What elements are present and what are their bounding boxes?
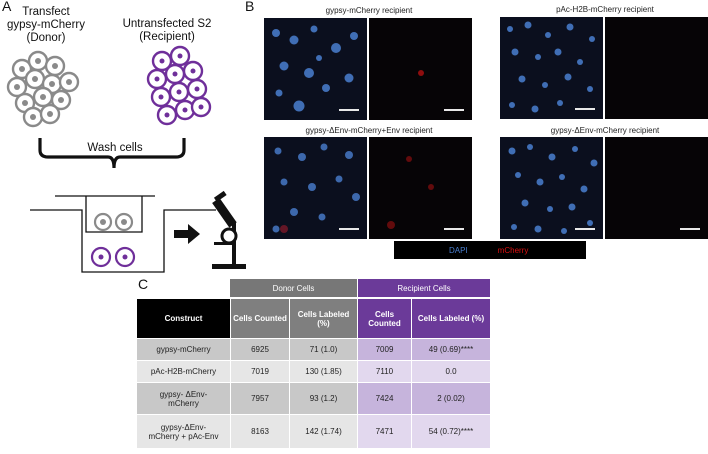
- panel-a-schematic: [6, 45, 246, 273]
- wash-brace: [38, 138, 186, 169]
- cell-recipient-labeled: 2 (0.02): [411, 382, 491, 415]
- micrograph-denv-env-red: [369, 137, 472, 239]
- table-row: gypsy- ΔEnv- mCherry 7957 93 (1.2) 7424 …: [136, 382, 491, 415]
- panel-b-letter: B: [245, 0, 255, 14]
- recipient-cell-cluster: [146, 45, 212, 126]
- legend-dapi: DAPI: [449, 245, 468, 255]
- micrograph-pac-h2b-dapi: [500, 17, 603, 119]
- microscope-icon: [212, 190, 246, 269]
- donor-label: Transfect gypsy-mCherry (Donor): [7, 6, 85, 44]
- micrograph-denv-red: [605, 137, 708, 239]
- cell-donor-labeled: 71 (1.0): [289, 338, 358, 361]
- micrograph-denv-dapi: [500, 137, 603, 239]
- cell-donor-labeled: 142 (1.74): [289, 414, 358, 449]
- cell-donor-counted: 8163: [230, 414, 290, 449]
- transwell-diagram: [30, 195, 216, 273]
- micrograph-gypsy-mcherry-red: [369, 18, 472, 120]
- table-row: gypsy-ΔEnv- mCherry + pAc-Env 8163 142 (…: [136, 414, 491, 449]
- donor-cells-group-header: Donor Cells: [230, 279, 357, 297]
- legend-mcherry: mCherry: [497, 245, 529, 255]
- right-arrow-icon: [174, 224, 200, 244]
- cell-donor-labeled: 130 (1.85): [289, 360, 358, 383]
- header-construct: Construct: [136, 298, 231, 339]
- wash-label: Wash cells: [87, 142, 143, 154]
- recipient-cells-group-header: Recipient Cells: [358, 279, 490, 297]
- caption-denv: gypsy-ΔEnv-mCherry recipient: [550, 126, 660, 135]
- header-donor-labeled: Cells Labeled (%): [289, 298, 358, 339]
- caption-denv-env: gypsy-ΔEnv-mCherry+Env recipient: [305, 126, 433, 135]
- cell-recipient-counted: 7009: [357, 338, 412, 361]
- micrograph-denv-env-dapi: [264, 137, 367, 239]
- recipient-label: Untransfected S2 (Recipient): [122, 18, 212, 43]
- transwell-recipient-cells: [90, 246, 136, 268]
- header-recipient-counted: Cells Counted: [357, 298, 412, 339]
- donor-cell-nuclei: [14, 58, 72, 120]
- caption-gypsy-mcherry: gypsy-mCherry recipient: [325, 6, 413, 15]
- cell-donor-counted: 7019: [230, 360, 290, 383]
- channel-legend: DAPI mCherry: [394, 241, 586, 259]
- table-row: pAc-H2B-mCherry 7019 130 (1.85) 7110 0.0: [136, 360, 491, 383]
- panel-c-letter: C: [138, 276, 149, 292]
- cell-recipient-labeled: 54 (0.72)****: [411, 414, 491, 449]
- cell-recipient-counted: 7424: [357, 382, 412, 415]
- recipient-cell-nuclei: [154, 53, 204, 118]
- cell-recipient-counted: 7471: [357, 414, 412, 449]
- table-header-row: Construct Cells Counted Cells Labeled (%…: [136, 298, 491, 339]
- cell-construct: gypsy-mCherry: [136, 338, 231, 361]
- header-donor-counted: Cells Counted: [230, 298, 290, 339]
- micrograph-gypsy-mcherry-dapi: [264, 18, 367, 120]
- cell-recipient-labeled: 0.0: [411, 360, 491, 383]
- cell-construct: gypsy-ΔEnv- mCherry + pAc-Env: [136, 414, 231, 449]
- table-row: gypsy-mCherry 6925 71 (1.0) 7009 49 (0.6…: [136, 338, 491, 361]
- panel-a-letter: A: [2, 0, 12, 14]
- cell-donor-counted: 6925: [230, 338, 290, 361]
- results-table: Construct Cells Counted Cells Labeled (%…: [136, 298, 491, 449]
- caption-pac-h2b: pAc-H2B-mCherry recipient: [556, 5, 654, 14]
- header-recipient-labeled: Cells Labeled (%): [411, 298, 491, 339]
- cell-donor-counted: 7957: [230, 382, 290, 415]
- cell-recipient-counted: 7110: [357, 360, 412, 383]
- micrograph-pac-h2b-red: [605, 17, 708, 119]
- cell-construct: pAc-H2B-mCherry: [136, 360, 231, 383]
- cell-construct: gypsy- ΔEnv- mCherry: [136, 382, 231, 415]
- cell-donor-labeled: 93 (1.2): [289, 382, 358, 415]
- cell-recipient-labeled: 49 (0.69)****: [411, 338, 491, 361]
